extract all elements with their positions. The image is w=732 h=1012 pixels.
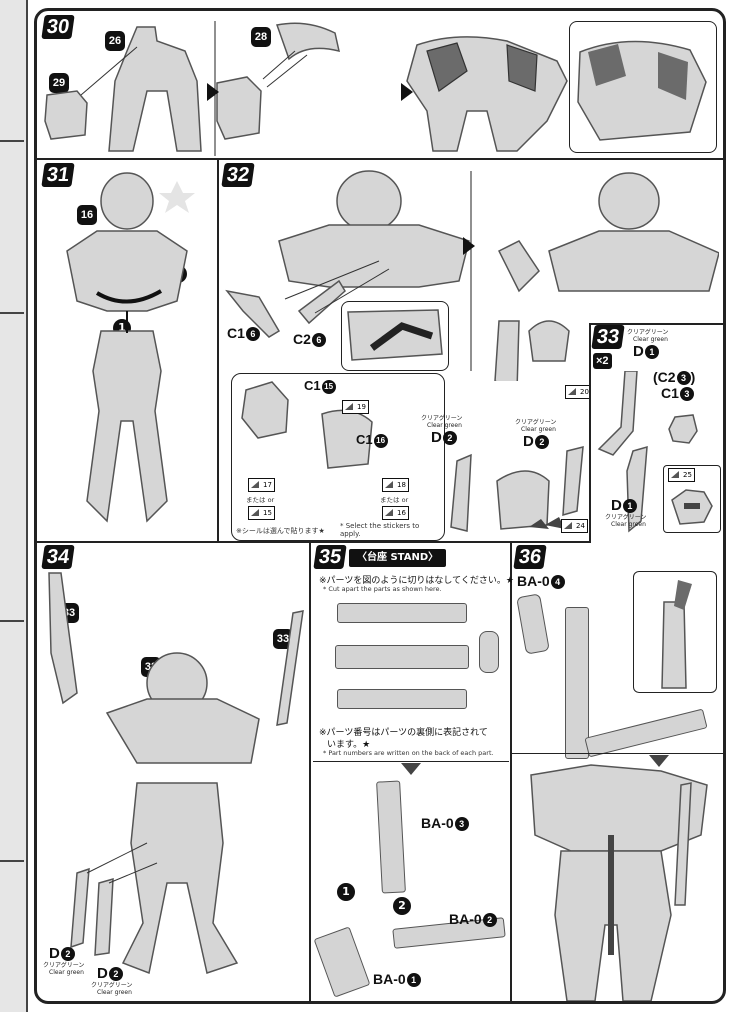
sticker-16: 16: [382, 506, 409, 520]
stand-base: [313, 926, 371, 998]
clear-green-en: Clear green: [49, 969, 84, 976]
detail-inset: [569, 21, 717, 153]
step-number: 36: [513, 545, 547, 569]
step-number: 33: [591, 325, 625, 349]
part-number: 16: [77, 205, 97, 225]
sticker-17: 17: [248, 478, 275, 492]
next-arrow: [463, 237, 475, 255]
part-number: 28: [251, 27, 271, 47]
number-note-jp2: います。★: [327, 740, 371, 750]
sticker-note-jp: ※シールは選んで貼ります★: [236, 527, 325, 535]
order-marker: 1: [337, 883, 355, 901]
sticker-note-en: * Select the stickers to apply.: [340, 522, 420, 538]
stand-part-runner: [337, 689, 467, 709]
stand-part-runner: [337, 603, 467, 623]
stand-arm: [584, 708, 708, 758]
or-text: または or: [380, 496, 409, 504]
clear-green-en: Clear green: [427, 422, 462, 429]
sticker-18: 18: [382, 478, 409, 492]
stand-part-runner: [335, 645, 469, 669]
stand-pillar: [565, 607, 589, 759]
multiplier: ×2: [593, 353, 612, 369]
step-number: 35: [313, 545, 347, 569]
clear-green-jp: クリアグリーン: [605, 514, 647, 521]
clear-green-jp: クリアグリーン: [91, 982, 133, 989]
detail-inset: [633, 571, 717, 693]
number-note-jp: ※パーツ番号はパーツの裏側に表記されて: [319, 728, 488, 738]
next-arrow: [401, 83, 413, 101]
stand-pillar: [376, 780, 406, 894]
step-30-illustration: [44, 21, 663, 156]
clear-green-jp: クリアグリーン: [515, 419, 557, 426]
sticker-15: 15: [248, 506, 275, 520]
part-number: 29: [49, 73, 69, 93]
sticker-20: 20: [565, 385, 592, 399]
detail-inset: [341, 301, 449, 371]
sticker-24: 24: [561, 519, 588, 533]
order-marker: 2: [393, 897, 411, 915]
clear-green-en: Clear green: [611, 521, 646, 528]
head-finned-illustration: [450, 446, 584, 532]
cut-instruction-jp: ※パーツを図のように切りはなしてください。★: [319, 576, 514, 586]
down-arrow: [401, 763, 421, 775]
sticker-19: 19: [342, 400, 369, 414]
or-text: または or: [246, 496, 275, 504]
next-arrow: [207, 83, 219, 101]
clear-green-en: Clear green: [97, 989, 132, 996]
clear-green-en: Clear green: [521, 426, 556, 433]
step-31-illustration: [66, 172, 195, 523]
down-arrow: [649, 755, 669, 767]
stand-title: 〈台座 STAND〉: [349, 549, 447, 567]
number-note-en: * Part numbers are written on the back o…: [323, 749, 494, 757]
sticker-25: 25: [668, 468, 695, 482]
detail-inset: 25: [663, 465, 721, 533]
adjacent-page-strip: [0, 0, 28, 1012]
part-number: 26: [105, 31, 125, 51]
stand-part-small: [479, 631, 499, 673]
step-34-illustration: [48, 572, 304, 975]
stand-joint: [516, 593, 550, 655]
clear-green-en: Clear green: [633, 336, 668, 343]
instruction-sheet: 30 26 29 28: [34, 8, 726, 1004]
clear-green-jp: クリアグリーン: [43, 962, 85, 969]
step-36-illustration: [530, 764, 708, 1001]
step-32-illustration: [225, 170, 719, 381]
clear-green-jp: クリアグリーン: [421, 415, 463, 422]
clear-green-jp: クリアグリーン: [627, 329, 669, 336]
cut-instruction-en: * Cut apart the parts as shown here.: [323, 585, 442, 593]
